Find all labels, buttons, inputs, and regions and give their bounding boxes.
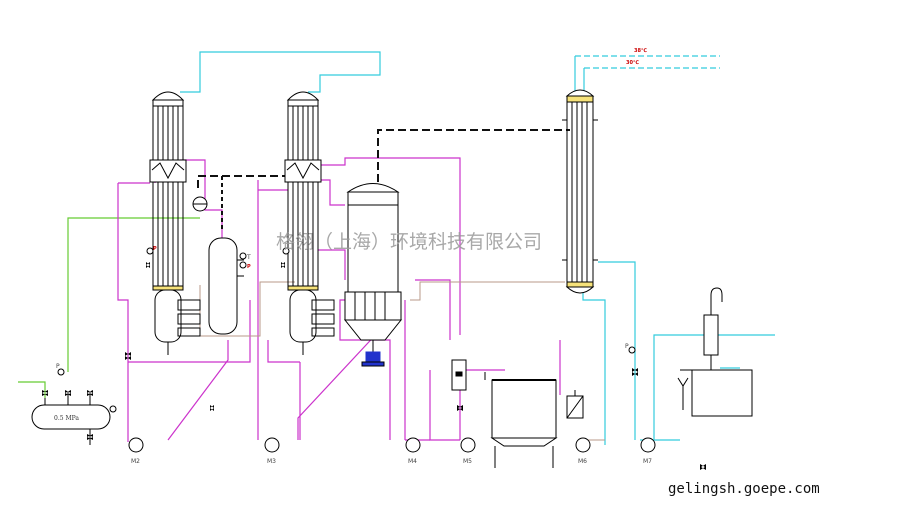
gauge-letters: P P T P P [56,246,629,370]
pump-m3 [264,437,280,453]
air-tank [31,392,117,445]
pressure-gauge [57,368,65,376]
valve [632,368,638,376]
valves [42,262,706,470]
pump-m4 [405,437,421,453]
condenser [562,89,598,294]
gauges [57,247,636,376]
valve [210,405,214,411]
compressed-air-lines [18,217,200,398]
svg-text:P: P [625,343,629,350]
website-url: gelingsh.goepe.com [668,481,820,497]
pressure-gauge [239,261,247,269]
filter [566,390,584,419]
pressure-gauge [628,346,636,354]
temperature-label-top: 38℃ [634,48,647,54]
separator-vessel [192,196,244,335]
air-tank-pressure: 0.5 MPa [54,415,79,422]
pump-m7 [640,437,656,453]
pumps [128,437,656,453]
valve [146,262,150,268]
valve [65,390,71,396]
evaporator-1 [149,91,201,355]
svg-text:M6: M6 [578,458,587,465]
evaporator-2 [284,91,335,355]
valve [700,464,706,470]
svg-text:M4: M4 [408,458,417,465]
water-tank [677,287,753,417]
cooling-water-lines [180,51,775,445]
valve [457,405,463,411]
valve [87,390,93,396]
valve [87,434,93,440]
pressure-gauge [282,247,290,255]
valve [281,262,285,268]
svg-text:T: T [246,254,251,261]
valve [42,390,48,396]
valve [125,352,131,360]
svg-text:P: P [56,363,60,370]
svg-text:M2: M2 [131,458,140,465]
crystallizer [343,183,403,367]
pump-m2 [128,437,144,453]
pump-m6 [575,437,591,453]
svg-text:P: P [153,246,157,252]
pressure-gauge [146,247,154,255]
steam-lines [117,157,561,442]
vapor-lines [197,129,570,232]
pump-labels: M2 M3 M4 M5 M6 M7 [131,458,652,465]
hopper-tank [484,372,558,468]
watermark: 格翎（上海）环境科技有限公司 [276,231,542,253]
svg-text:M5: M5 [463,458,472,465]
temperature-label-bottom: 30℃ [626,60,639,66]
temperature-gauge [239,252,247,260]
svg-text:M3: M3 [267,458,276,465]
svg-text:M7: M7 [643,458,652,465]
svg-text:P: P [247,264,251,270]
flow-meter [451,359,467,391]
pump-m5 [460,437,476,453]
